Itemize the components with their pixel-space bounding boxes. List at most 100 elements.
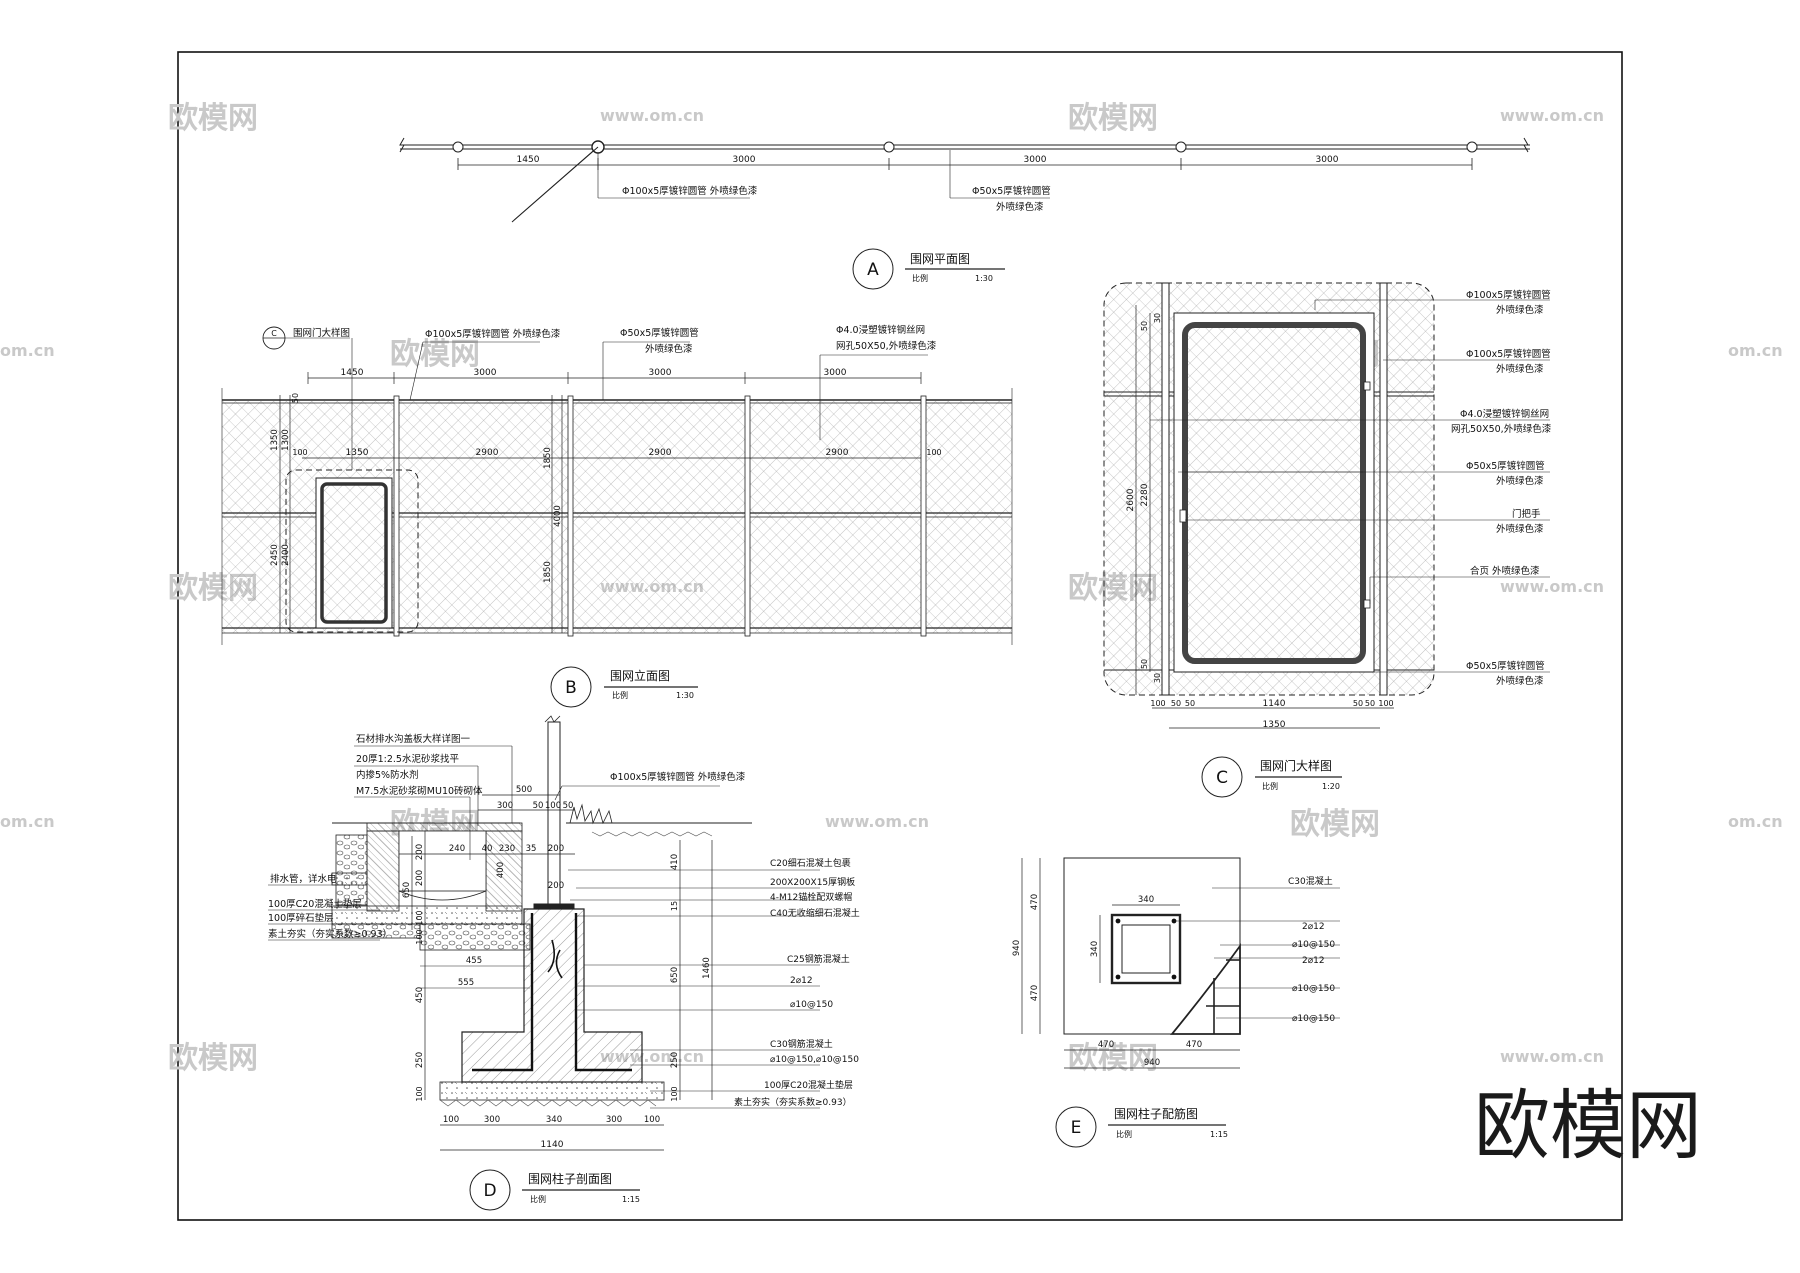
note-d-right-5: C25钢筋混凝土 [787, 953, 850, 965]
dim-d-right-410: 410 [670, 854, 680, 870]
dim-d-left-4: 100 [415, 910, 424, 925]
note-d-left-4: M7.5水泥砂浆砌MU10砖砌体 [356, 785, 483, 797]
dim-d-total: 1140 [541, 1140, 564, 1150]
note-d-right-4: C40无收缩细石混凝土 [770, 907, 860, 919]
watermark-url: www.om.cn [1500, 1047, 1604, 1066]
note-c-5a: 门把手 [1512, 508, 1541, 520]
note-d-right-9: ⌀10@150,⌀10@150 [770, 1055, 859, 1065]
gate-hinge [1363, 599, 1371, 609]
rebar-e: 340 340 470 940 470 470 470 940 C30混凝土 2… [1012, 857, 1340, 1148]
label-a: A [867, 260, 879, 280]
blinding-layer [439, 1081, 665, 1101]
note-e-3: ⌀10@150 [1292, 940, 1335, 950]
sheet-border [177, 51, 1623, 1221]
label-d: D [483, 1181, 496, 1201]
dim-b-left-3: 2450 [270, 544, 280, 566]
note-d-right-7: ⌀10@150 [790, 1000, 833, 1010]
dim-b-mid-2: 2900 [476, 448, 499, 458]
note-d-left-7: 100厚碎石垫层 [268, 912, 334, 924]
label-circle-a [852, 248, 894, 290]
note-d-left-5: 排水管，详水电 [270, 873, 337, 885]
scale-c: 1:20 [1322, 782, 1340, 791]
dim-b-left-1: 1350 [270, 429, 280, 451]
dim-c-30a: 30 [1153, 313, 1162, 323]
core-inner [1121, 924, 1171, 974]
scale-b: 1:30 [676, 691, 694, 700]
title-e: 围网柱子配筋图 [1114, 1106, 1198, 1121]
steel-post [547, 721, 561, 907]
note-c-7b: 外喷绿色漆 [1496, 675, 1544, 687]
gate-detail-c: Φ100x5厚镀锌圆管 外喷绿色漆 Φ100x5厚镀锌圆管 外喷绿色漆 Φ4.0… [1103, 282, 1552, 798]
watermark-url: www.om.cn [600, 106, 704, 125]
watermark-brand: 欧模网 [1290, 807, 1380, 842]
watermark-brand: 欧模网 [1068, 101, 1158, 136]
dim-d-bottom-5: 100 [644, 1115, 660, 1125]
gate-hinge [1363, 381, 1371, 391]
post [920, 395, 927, 637]
dim-c-50b: 50 [1140, 659, 1149, 669]
note-b-mesh-2: 网孔50X50,外喷绿色漆 [836, 340, 937, 352]
note-c-4a: Φ50x5厚镀锌圆管 [1466, 460, 1545, 472]
dim-d-100: 100 [545, 801, 561, 811]
post [393, 395, 400, 637]
dim-d-left-6: 450 [415, 987, 425, 1003]
watermark-url: om.cn [1728, 812, 1783, 831]
watermark-brand: 欧模网 [168, 101, 258, 136]
dim-e-left-1: 470 [1030, 894, 1040, 910]
scale-word-c: 比例 [1262, 781, 1278, 791]
dim-c-2600: 2600 [1126, 488, 1136, 511]
dim-d-40: 40 [482, 844, 493, 854]
dim-a-3: 3000 [1024, 155, 1047, 165]
dim-b-center-1: 1850 [543, 447, 553, 469]
dim-b-top-4: 3000 [824, 368, 847, 378]
watermark-brand: 欧模网 [1068, 1041, 1158, 1076]
note-c-2b: 外喷绿色漆 [1496, 363, 1544, 375]
gate-post-right [1379, 282, 1388, 696]
dim-b-left-4: 2400 [281, 544, 291, 566]
dim-c-bottom-7: 100 [1378, 699, 1393, 708]
post-marker [883, 141, 895, 153]
dim-d-500: 500 [516, 785, 532, 795]
elevation-b: 1450 3000 3000 3000 1350 2900 2900 2900 … [221, 324, 1013, 708]
note-a-rail-2: 外喷绿色漆 [996, 201, 1044, 213]
dim-a-4: 3000 [1316, 155, 1339, 165]
scale-d: 1:15 [622, 1195, 640, 1204]
drain-channel [398, 830, 487, 892]
dim-c-bottom-2: 50 [1171, 699, 1181, 708]
drain-cover [366, 822, 523, 832]
note-d-post: Φ100x5厚镀锌圆管 外喷绿色漆 [610, 771, 746, 783]
rebar-dot [1171, 974, 1177, 980]
drain-wall-left [366, 830, 400, 912]
dim-b-top-3: 3000 [649, 368, 672, 378]
post [744, 395, 751, 637]
dim-d-right-250: 250 [670, 1052, 680, 1068]
dim-d-50a: 50 [533, 801, 544, 811]
dim-b-100-left: 100 [292, 448, 307, 457]
watermark-url: www.om.cn [1500, 577, 1604, 596]
note-d-right-6: 2⌀12 [790, 976, 813, 986]
callout-c-text: 围网门大样图 [293, 327, 350, 339]
dim-b-center-3: 1850 [543, 561, 553, 583]
dim-c-30b: 30 [1153, 673, 1162, 683]
slab [335, 834, 368, 906]
dim-d-right-1460: 1460 [702, 957, 712, 979]
scale-word-d: 比例 [530, 1194, 546, 1204]
watermark-url: om.cn [1728, 341, 1783, 360]
post-marker [1466, 141, 1478, 153]
dim-c-bottom-5: 50 [1353, 699, 1363, 708]
dim-a-2: 3000 [733, 155, 756, 165]
label-c: C [1216, 768, 1228, 788]
title-c: 围网门大样图 [1260, 758, 1332, 773]
scale-word-e: 比例 [1116, 1129, 1132, 1139]
note-b-rail-1: Φ50x5厚镀锌圆管 [620, 327, 699, 339]
dim-c-bottom-4: 1140 [1263, 699, 1286, 709]
label-b: B [565, 678, 577, 698]
base-plate [533, 903, 575, 910]
scale-a: 1:30 [975, 274, 993, 283]
dim-d-bottom-4: 300 [606, 1115, 622, 1125]
dim-d-left-7: 250 [415, 1052, 425, 1068]
dim-b-mid-1: 1350 [346, 448, 369, 458]
note-b-post: Φ100x5厚镀锌圆管 外喷绿色漆 [425, 328, 561, 340]
dim-d-455: 455 [466, 956, 482, 966]
dim-d-230: 230 [499, 844, 515, 854]
